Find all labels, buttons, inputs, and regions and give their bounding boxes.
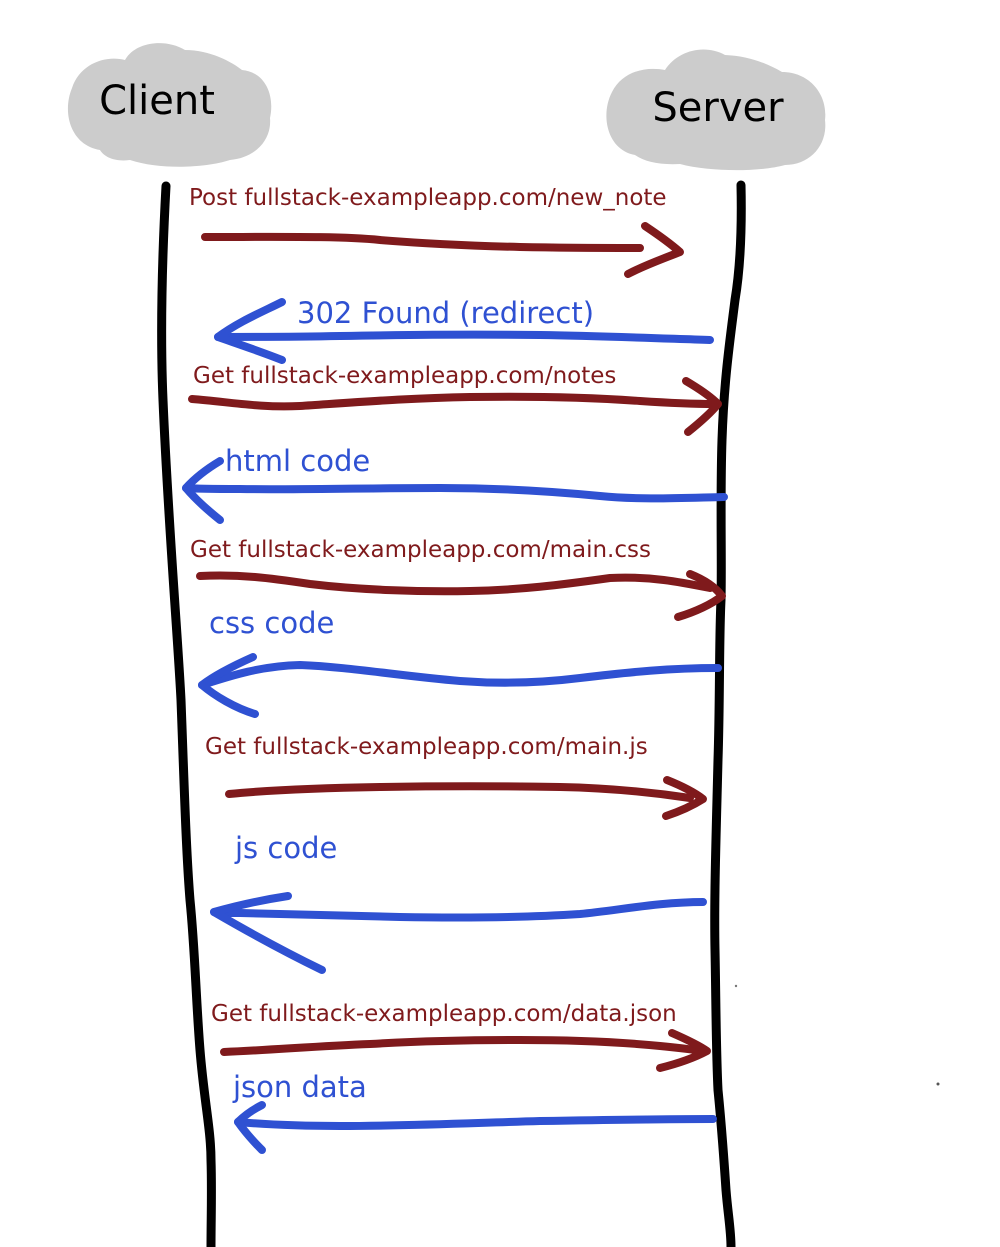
message-8-label: js code [234, 831, 337, 865]
message-8: js code [210, 831, 707, 974]
message-4-arrowhead [182, 457, 224, 524]
server-actor: Server [606, 49, 826, 171]
message-6-arrowhead [198, 653, 259, 718]
message-5-arrow-line [196, 571, 714, 596]
client-lifeline [157, 181, 216, 1247]
message-5-arrowhead [674, 570, 726, 621]
message-10: json data [232, 1070, 717, 1154]
message-1-label: Post fullstack-exampleapp.com/new_note [189, 185, 667, 211]
client-actor: Client [67, 43, 272, 167]
client-label: Client [99, 78, 215, 124]
message-1: Post fullstack-exampleapp.com/new_note [189, 185, 684, 278]
message-5-label: Get fullstack-exampleapp.com/main.css [190, 537, 651, 563]
message-2-arrowhead [214, 298, 286, 364]
message-8-arrow-line [210, 898, 707, 922]
message-5: Get fullstack-exampleapp.com/main.css [190, 537, 726, 621]
server-lifeline [710, 180, 746, 1247]
message-7-arrowhead [662, 776, 707, 820]
message-9-arrow-line [220, 1036, 709, 1056]
message-3-label: Get fullstack-exampleapp.com/notes [193, 363, 616, 389]
message-4-arrow-line [182, 484, 728, 503]
message-3: Get fullstack-exampleapp.com/notes [188, 363, 722, 436]
message-2: 302 Found (redirect) [214, 296, 714, 364]
stray-speck [734, 984, 738, 988]
message-3-arrow-line [188, 392, 719, 411]
message-10-label: json data [232, 1070, 367, 1104]
message-2-arrow-line [214, 330, 714, 344]
message-7-label: Get fullstack-exampleapp.com/main.js [205, 734, 648, 760]
message-10-arrow-line [234, 1115, 717, 1130]
client-cloud-shape [67, 43, 272, 167]
message-4-label: html code [225, 444, 370, 478]
message-1-arrowhead [624, 222, 684, 278]
stray-speck [936, 1082, 940, 1086]
message-6-arrow-line [198, 661, 722, 689]
message-7: Get fullstack-exampleapp.com/main.js [205, 734, 707, 820]
message-4: html code [182, 444, 728, 524]
server-label: Server [652, 85, 784, 131]
message-9-arrowhead [656, 1029, 711, 1072]
message-10-arrowhead [234, 1101, 266, 1154]
message-9: Get fullstack-exampleapp.com/data.json [211, 1001, 711, 1072]
server-cloud-shape [606, 49, 826, 171]
message-6-label: css code [209, 606, 334, 640]
message-7-arrow-line [225, 782, 694, 802]
message-2-label: 302 Found (redirect) [297, 296, 594, 330]
message-9-label: Get fullstack-exampleapp.com/data.json [211, 1001, 677, 1027]
message-8-arrowhead [210, 892, 326, 974]
message-3-arrowhead [682, 377, 722, 436]
message-1-arrow-line [201, 232, 644, 252]
message-6: css code [198, 606, 722, 718]
